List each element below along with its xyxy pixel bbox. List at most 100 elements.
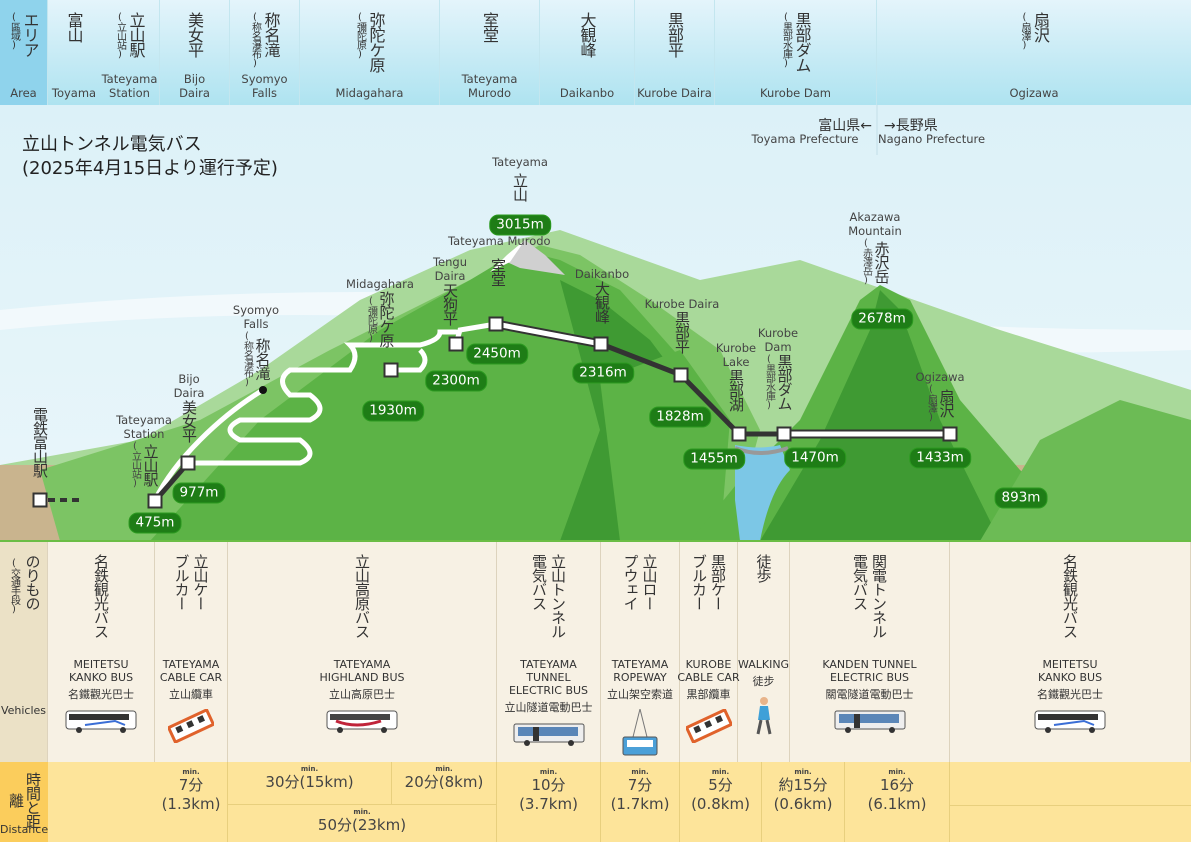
vehicle-en: KANDEN TUNNEL ELECTRIC BUS [822,658,917,684]
jp: 美女平 [180,400,198,442]
title-line1: 立山トンネル電気バス [22,134,202,155]
nagano-prefecture: →長野県 [884,118,938,134]
sub: (立山站) [114,12,126,59]
header-murodo: 室堂 Tateyama Murodo [440,0,540,105]
en: Vehicles [0,704,47,717]
jp: 室堂 [480,12,499,42]
en: Tateyama Murodo [448,234,551,248]
jp: 赤沢岳 [872,240,891,283]
ropeway-icon [619,708,661,763]
en: Tateyama [492,155,548,169]
toyama-prefecture-en: Toyama Prefecture [751,132,859,146]
en: Midagahara [346,277,414,291]
vehicles-label: のりもの(交通手段) Vehicles [0,542,48,764]
empty-cell [950,805,1191,842]
header-ogizawa: 扇沢(扇澤) Ogizawa [877,0,1191,105]
highland-road [152,329,459,503]
en: Ogizawa [915,370,965,384]
elevation-badge: 1828m [649,406,711,428]
station-dentetsu-toyama[interactable] [32,492,48,508]
vehicle-jp: 立山ロープウェイ [621,554,659,654]
travel-distance: (1.7km) [610,795,670,813]
en: Midagahara [335,86,404,100]
min-label: min. [711,768,730,776]
station-murodo[interactable] [488,316,504,332]
header-midagahara: 弥陀ケ原(彌陀原) Midagahara [300,0,440,105]
vehicle-en: MEITETSU KANKO BUS [68,658,134,684]
elevation-badge: 2300m [425,370,487,392]
vehicle-cn: 黒部纜車 [686,688,731,701]
travel-time: 10分 [531,776,566,794]
jp: 黒部ダム [775,354,794,410]
vehicle-jp-part: 立山高原バス [353,554,371,638]
station-bijo-daira[interactable] [180,455,196,471]
header-kurobe-daira: 黒部平 Kurobe Daira [635,0,715,105]
jp: 黒部湖 [727,369,745,411]
tunnel-bus-line-inner [495,321,602,347]
travel-time: 7分 [627,776,653,794]
vehicle-en: TATEYAMA HIGHLAND BUS [319,658,405,684]
jp: 天狗平 [441,283,459,325]
vehicle-en: TATEYAMA TUNNEL ELECTRIC BUS [508,658,589,697]
vehicle-jp-part: 名鉄観光バス [1061,554,1079,638]
map-title: 立山トンネル電気バス (2025年4月15日より運行予定) [22,133,278,181]
sub: (黒部水庫) [780,12,792,68]
min-label: min. [888,768,906,776]
vehicle-jp: 黒部ケーブルカー [690,554,727,654]
station-midagahara[interactable] [383,362,399,378]
station-ogizawa[interactable] [942,426,958,442]
jp: 時間と距離 [7,772,42,828]
station-tengu-daira[interactable] [448,336,464,352]
vehicle-en: WALKING [737,658,790,671]
vehicle-en: KUROBE CABLE CAR [677,658,740,684]
vehicle-jp-part: 黒部ケー [709,554,727,610]
vehicle-jp-part: 徒歩 [754,554,773,582]
jp: 室堂 [489,258,507,286]
walking-person-icon [752,696,776,740]
station-kurobe-lake[interactable] [731,426,747,442]
vehicle-cn: 關電隧道電動巴士 [825,688,914,701]
vehicle-jp-part: 立山ケー [191,554,210,610]
vehicle-jp: 立山ケーブルカー [173,554,210,654]
travel-time-cell: min.50分(23km) [228,805,497,842]
header-daikanbo: 大観峰 Daikanbo [540,0,635,105]
min-label: min. [539,768,558,776]
jp: 弥陀ケ原 [366,12,386,72]
sub: (称名瀑布) [249,12,261,68]
vehicle-jp: 立山トンネル電気バス [530,554,567,654]
vehicle-jp-part: プウェイ [621,554,640,610]
sub: (扇澤) [925,384,937,422]
jp: のりもの [23,554,42,610]
travel-time-cell: min.約15分(0.6km) [762,762,845,842]
vehicle-jp: 立山高原バス [353,554,371,654]
en: Syomyo Falls [232,303,280,331]
station-kurobe-dam[interactable] [776,426,792,442]
travel-distance: (0.6km) [773,795,833,813]
travel-time-cell: min.16分(6.1km) [845,762,950,842]
en: Akazawa Mountain [848,210,902,238]
en: Daikanbo [574,267,630,281]
en: Kurobe Dam [757,326,799,354]
station-tateyama[interactable] [147,493,163,509]
station-daikanbo[interactable] [593,336,609,352]
en: Bijo Daira [173,372,205,400]
travel-distance: (3.7km) [519,795,578,813]
vehicle-jp-part: 名鉄観光バス [92,554,110,638]
jp: 大観峰 [577,12,597,57]
min-label: min. [182,768,200,776]
station-kurobe-daira[interactable] [673,367,689,383]
en: Tateyama Station [116,413,172,441]
title-line2: (2025年4月15日より運行予定) [22,158,278,179]
jp: 扇沢 [937,389,956,417]
jp: 称名滝 [253,338,272,380]
travel-time-cell: min.7分(1.3km) [155,762,228,842]
elevation-badge: 2678m [851,308,913,330]
travel-time: 50分(23km) [317,816,407,834]
sub: (彌陀原) [365,295,377,343]
